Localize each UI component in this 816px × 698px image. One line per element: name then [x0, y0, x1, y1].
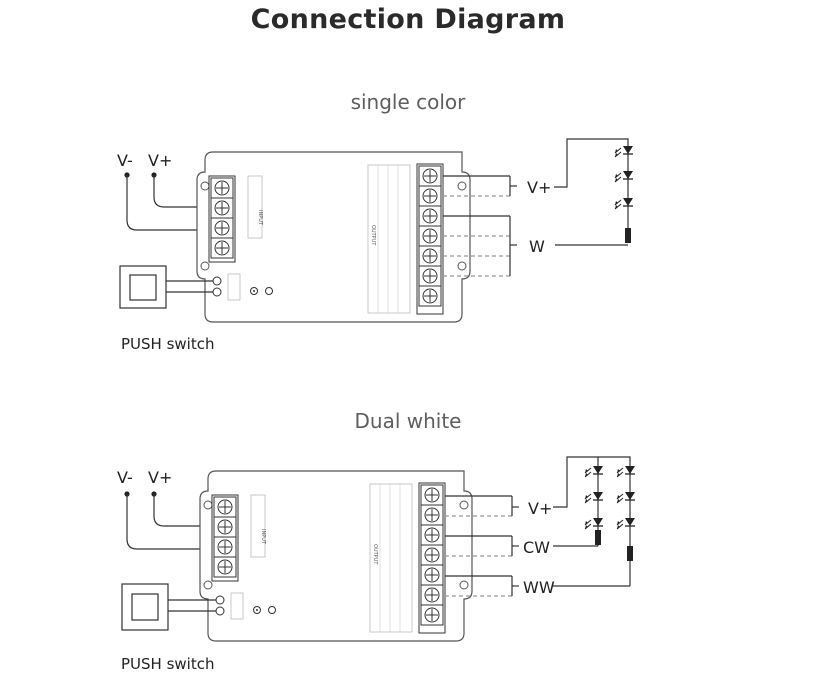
push-switch-label: PUSH switch: [121, 655, 214, 673]
input-label-v-plus: V+: [148, 468, 172, 487]
controller-device: INPUT OUTPUT: [199, 470, 473, 642]
device-output-label: OUTPUT: [370, 225, 376, 246]
push-switch-label: PUSH switch: [121, 335, 214, 353]
diagram-subtitle-single-color: single color: [350, 90, 466, 114]
device-input-label: INPUT: [260, 529, 266, 545]
device-output-label: OUTPUT: [372, 544, 378, 565]
input-label-v-minus: V-: [117, 151, 133, 170]
diagram-single-color: V- V+ INPUT: [117, 138, 634, 353]
output-label-w: W: [529, 237, 545, 256]
output-label-cw: CW: [523, 538, 550, 557]
output-label-ww: WW: [523, 578, 555, 597]
diagram-dual-white: V- V+ INPUT: [117, 456, 636, 673]
output-label-v-plus: V+: [527, 178, 551, 197]
input-wire-v-minus: [126, 175, 212, 231]
input-label-v-plus: V+: [148, 151, 172, 170]
page-title: Connection Diagram: [250, 4, 566, 35]
input-label-v-minus: V-: [117, 468, 133, 487]
input-wire-v-plus: [153, 175, 212, 208]
led-strip-dual: [553, 456, 636, 587]
controller-device: INPUT OUTPUT: [196, 151, 471, 323]
diagram-subtitle-dual-white: Dual white: [354, 409, 462, 433]
led-strip-single: [554, 138, 634, 246]
output-label-v-plus: V+: [528, 499, 552, 518]
push-switch: [119, 265, 213, 309]
device-input-label: INPUT: [257, 210, 263, 226]
push-switch: [121, 583, 216, 631]
